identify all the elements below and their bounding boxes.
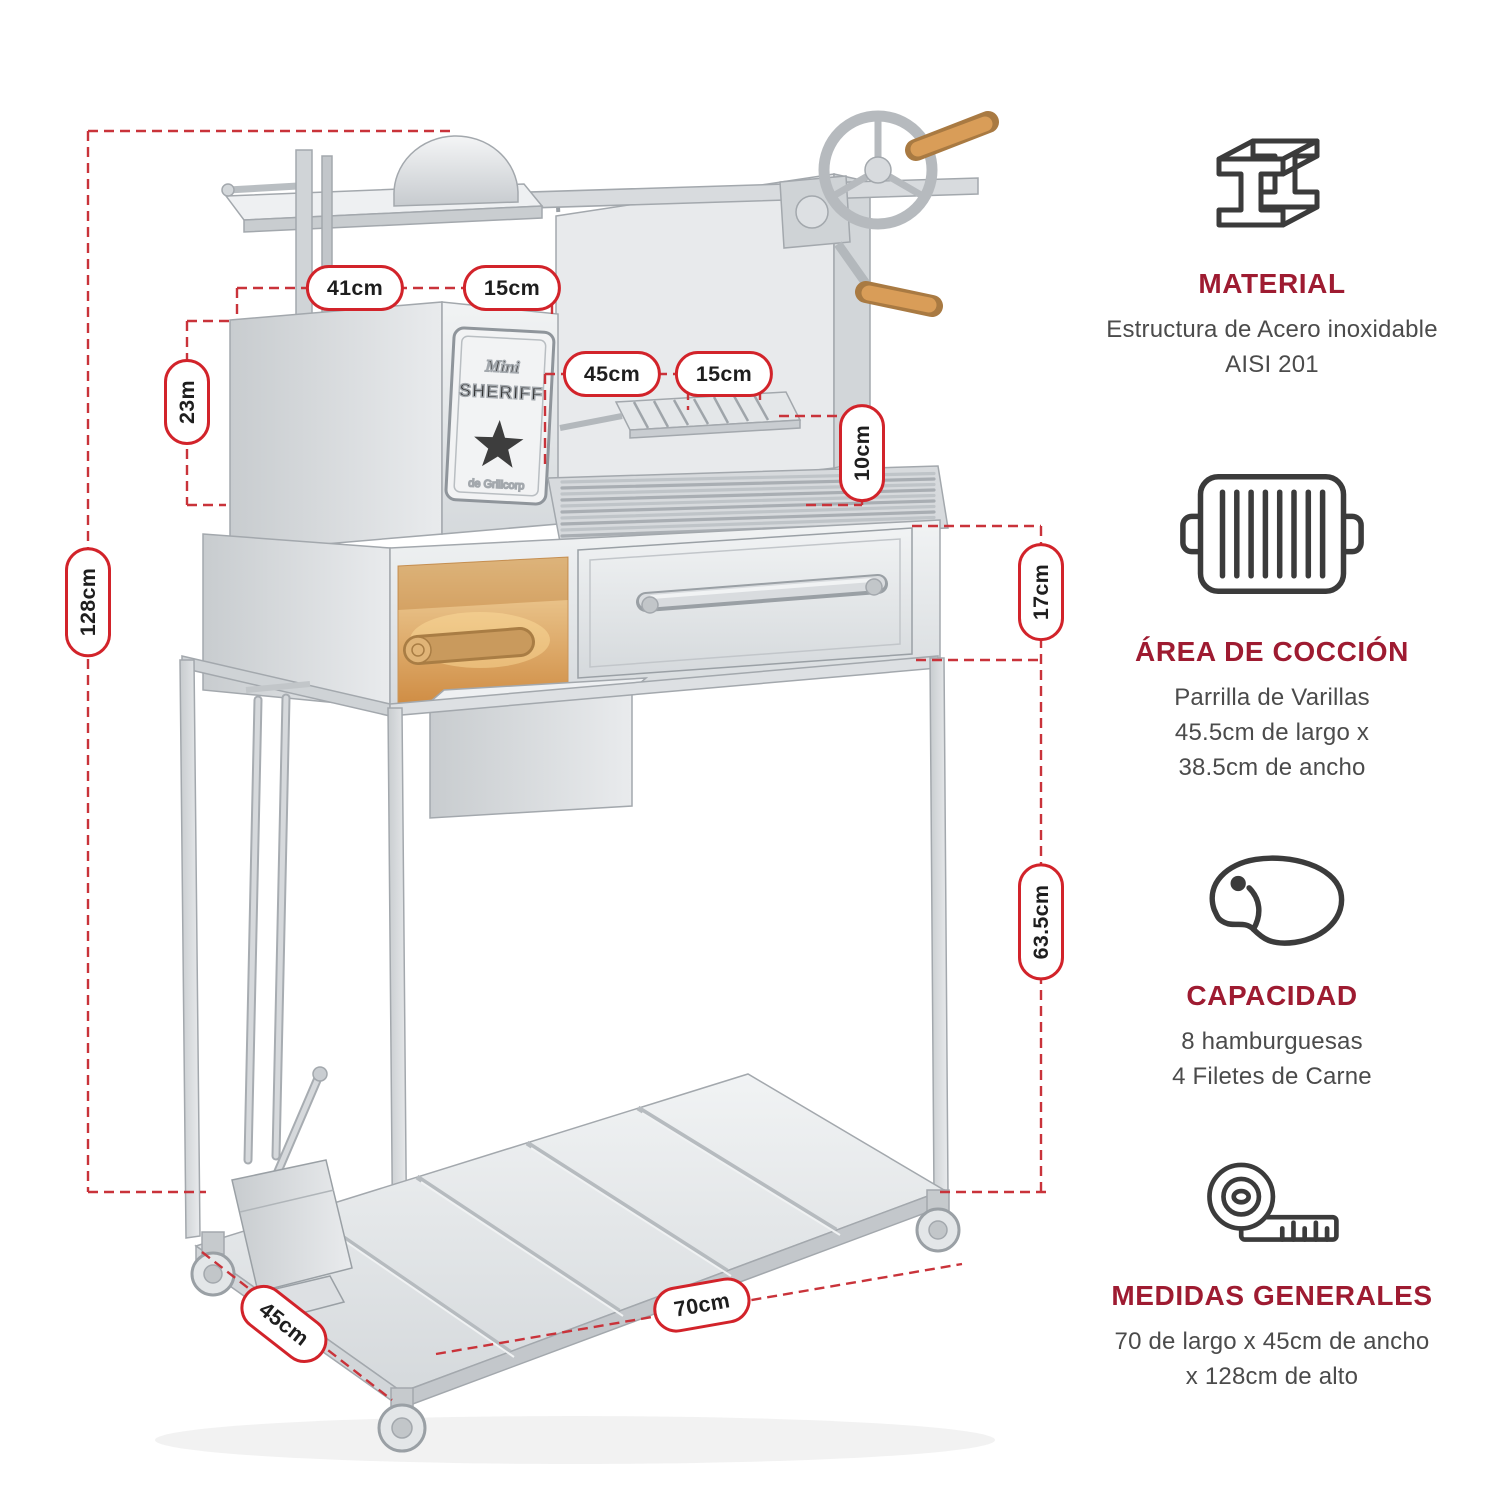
wood-handle <box>855 111 999 317</box>
spec-title: ÁREA DE COCCIÓN <box>1135 636 1409 667</box>
measuring-tape-icon <box>1207 1162 1339 1242</box>
spec-text-line: Estructura de Acero inoxidable <box>1106 316 1438 343</box>
steel-beam-icon <box>1216 138 1320 228</box>
spec-text-line: Parrilla de Varillas <box>1174 684 1370 711</box>
crank-wheel <box>779 110 999 317</box>
spec-cooking-area: ÁREA DE COCCIÓN Parrilla de Varillas 45.… <box>1072 448 1472 785</box>
spec-overall-dimensions: MEDIDAS GENERALES 70 de largo x 45cm de … <box>1072 1148 1472 1394</box>
dimension-pill-tower-width: 41cm <box>305 265 405 311</box>
logo-plate: Mini SHERIFF de Grillcorp <box>444 326 556 506</box>
firebox-tower: Mini SHERIFF de Grillcorp <box>229 301 559 553</box>
caster-wheels <box>190 1189 961 1453</box>
spec-text-line: 45.5cm de largo x <box>1174 719 1370 746</box>
drawer-handle <box>636 574 888 614</box>
dimension-pill-grate-width: 45cm <box>562 351 662 397</box>
spec-capacity: CAPACIDAD 8 hamburguesas 4 Filetes de Ca… <box>1072 840 1472 1094</box>
floor-shadow <box>155 1416 995 1464</box>
spec-text-line: 8 hamburguesas <box>1181 1028 1363 1055</box>
drawer <box>577 527 913 679</box>
grill-cart: Mini SHERIFF de Grillcorp <box>179 110 999 1453</box>
spec-text-line: 4 Filetes de Carne <box>1172 1063 1372 1090</box>
spec-material: MATERIAL Estructura de Acero inoxidable … <box>1072 112 1472 382</box>
star-icon <box>474 419 524 468</box>
dimension-pill-total-height: 128cm <box>65 546 111 658</box>
spec-text-line: 38.5cm de ancho <box>1178 754 1366 781</box>
grill-tools <box>231 681 353 1325</box>
spec-title: MEDIDAS GENERALES <box>1111 1280 1433 1311</box>
dimension-pill-legs-height: 63.5cm <box>1018 863 1064 981</box>
dimension-pill-tower-gap: 15cm <box>462 265 562 311</box>
dimension-pill-firebox-height: 17cm <box>1018 542 1064 642</box>
steak-icon <box>1209 855 1345 946</box>
spec-title: MATERIAL <box>1198 268 1346 299</box>
spec-title: CAPACIDAD <box>1186 980 1358 1011</box>
spec-text-line: 70 de largo x 45cm de ancho <box>1114 1328 1430 1355</box>
spec-text-line: x 128cm de alto <box>1185 1363 1359 1390</box>
dimension-pill-tower-depth: 23m <box>164 359 210 445</box>
spec-text-line: AISI 201 <box>1225 351 1319 378</box>
grill-grate-icon <box>1180 474 1364 594</box>
dimension-pill-grate-gap: 15cm <box>674 351 774 397</box>
dimension-pill-rack-height: 10cm <box>839 403 885 503</box>
brand-mini: Mini <box>484 356 520 377</box>
brand-grillcorp: de Grillcorp <box>468 477 525 492</box>
dome-cap <box>393 135 519 207</box>
firewood-opening <box>397 556 569 707</box>
